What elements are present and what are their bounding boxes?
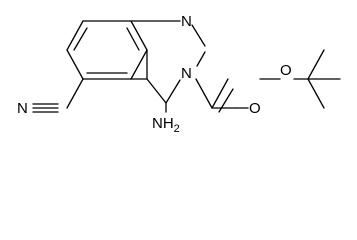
bond-tbu-c1 <box>307 49 325 80</box>
quinazoline-structure-diagram: N NH2 O O N N <box>17 13 341 135</box>
carbonyl-oxygen-label: O <box>249 100 261 117</box>
nitrile-group: N <box>17 78 84 117</box>
bond-n3-c4 <box>165 79 181 104</box>
bond-c6-c7 <box>66 49 84 80</box>
n1-label: N <box>181 13 192 30</box>
amine-label: NH2 <box>152 115 180 135</box>
bond-c6-cn <box>66 78 84 109</box>
n3-label: N <box>181 65 192 82</box>
amine-subscript: 2 <box>174 123 180 135</box>
bond-c8a-c4a <box>130 20 148 51</box>
bond-c4-c4a-outer <box>146 78 167 104</box>
amine-group: NH2 <box>152 102 180 135</box>
pyrimidine-ring <box>130 20 206 104</box>
bond-c7-c8-inner <box>73 27 88 51</box>
amine-nh-text: NH <box>152 115 174 132</box>
bond-n1-c2 <box>191 24 206 47</box>
nitrile-nitrogen-label: N <box>17 100 28 117</box>
bond-tbu-c2 <box>307 78 325 109</box>
bond-c7-c8 <box>66 20 84 51</box>
bond-c8a-c4a-inner <box>126 27 140 51</box>
bond-c4a-c5 <box>130 49 148 80</box>
benzene-ring <box>66 20 148 80</box>
boc-group: O O <box>195 49 341 117</box>
bond-n3-carbonyl <box>195 78 213 109</box>
bond-carbonyl-double <box>218 88 234 113</box>
bond-c2-n3 <box>196 51 206 67</box>
bond-carbonyl-ether <box>211 78 229 109</box>
ether-oxygen-label: O <box>280 62 292 79</box>
